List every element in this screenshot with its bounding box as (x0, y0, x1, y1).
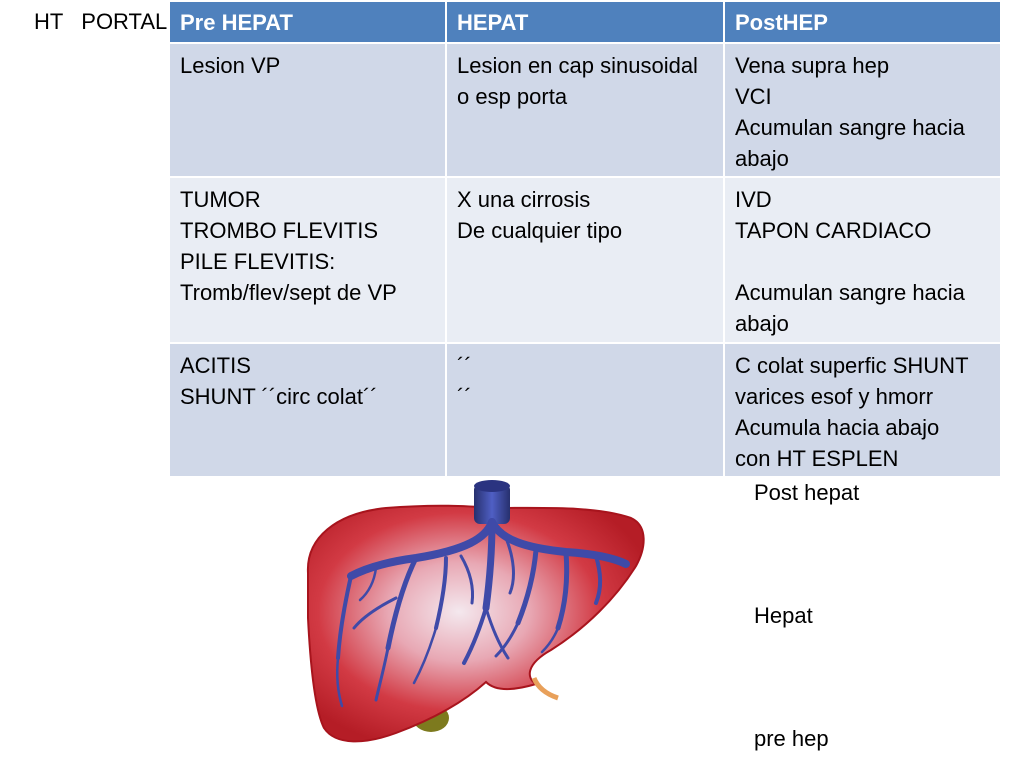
table-cell: C colat superfic SHUNT varices esof y hm… (723, 342, 1002, 478)
table-header-row: Pre HEPAT HEPAT PostHEP (168, 0, 1002, 44)
liver-illustration (306, 480, 645, 743)
portal-hypertension-table: Pre HEPAT HEPAT PostHEP Lesion VP Lesion… (168, 0, 1002, 478)
table-cell: X una cirrosis De cualquier tipo (445, 176, 725, 344)
table-row: Lesion VP Lesion en cap sinusoidal o esp… (168, 42, 1002, 178)
header-post-hep: PostHEP (723, 0, 1002, 44)
table-cell: IVD TAPON CARDIACO Acumulan sangre hacia… (723, 176, 1002, 344)
slide-title: HT PORTAL (34, 9, 168, 34)
table-cell: ´´ ´´ (445, 342, 725, 478)
label-hepat: Hepat (754, 603, 813, 628)
table-cell: Lesion VP (168, 42, 447, 178)
header-hepat: HEPAT (445, 0, 725, 44)
header-pre-hepat: Pre HEPAT (168, 0, 447, 44)
hepatic-veins (335, 518, 630, 708)
label-post-hepat: Post hepat (754, 480, 860, 505)
ivc-shape (474, 484, 510, 524)
table-cell: ACITIS SHUNT ´´circ colat´´ (168, 342, 447, 478)
table-row: ACITIS SHUNT ´´circ colat´´ ´´ ´´ C cola… (168, 342, 1002, 478)
table-cell: Vena supra hep VCI Acumulan sangre hacia… (723, 42, 1002, 178)
table-cell: Lesion en cap sinusoidal o esp porta (445, 42, 725, 178)
duct-shape (531, 676, 559, 701)
table-cell: TUMOR TROMBO FLEVITIS PILE FLEVITIS: Tro… (168, 176, 447, 344)
table-row: TUMOR TROMBO FLEVITIS PILE FLEVITIS: Tro… (168, 176, 1002, 344)
label-pre-hep: pre hep (754, 726, 829, 751)
